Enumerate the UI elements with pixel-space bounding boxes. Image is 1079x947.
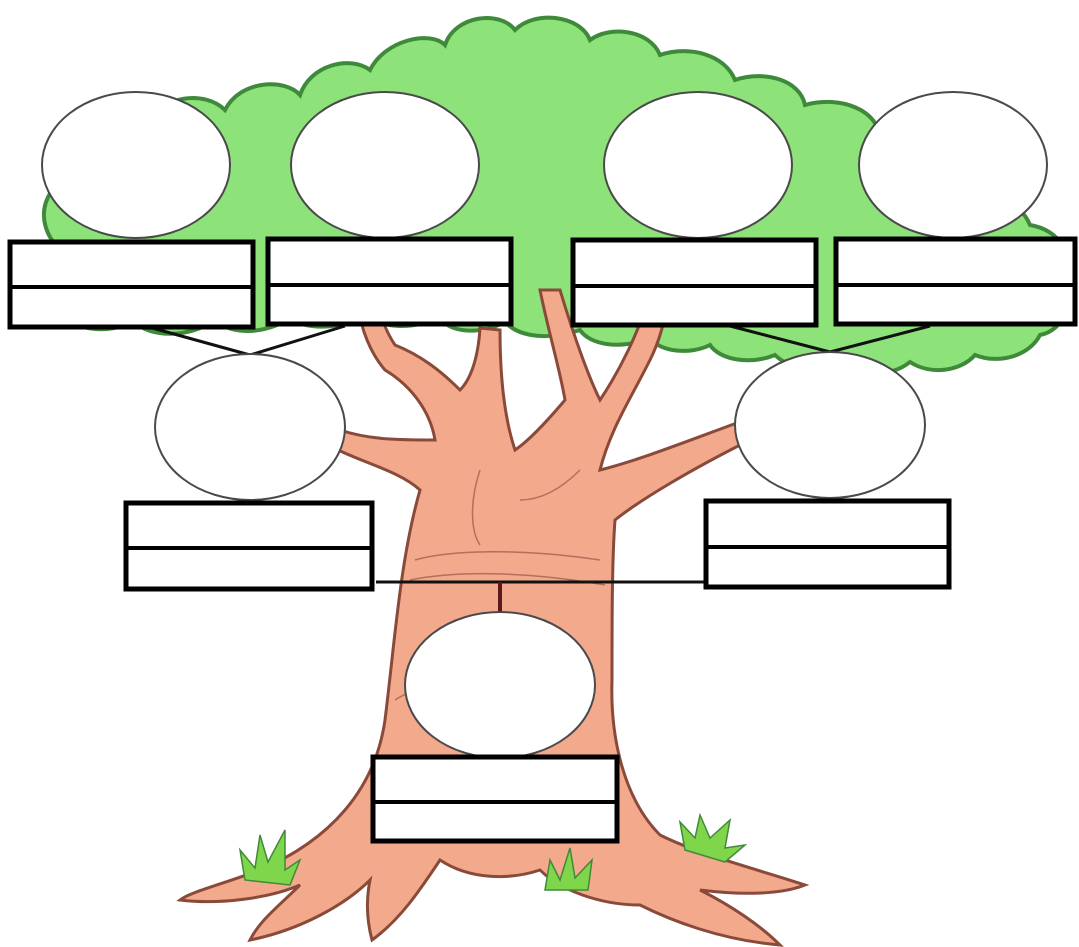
trunk-texture-4 (519, 469, 581, 501)
trunk-texture-1 (414, 551, 601, 561)
photo-slot-grandparent-1[interactable] (41, 91, 231, 239)
grass-tuft-left (238, 829, 302, 886)
trunk-texture-5 (471, 469, 481, 546)
connector-gp1-p1 (144, 324, 251, 357)
name-box-grandparent-2[interactable] (265, 236, 514, 327)
photo-slot-parent-2[interactable] (734, 351, 926, 499)
photo-slot-grandparent-3[interactable] (603, 91, 793, 239)
photo-slot-grandparent-2[interactable] (290, 91, 480, 239)
photo-slot-grandparent-4[interactable] (858, 91, 1048, 239)
generation-child (370, 611, 620, 844)
name-box-grandparent-4[interactable] (833, 236, 1078, 327)
generation-grandparents (7, 91, 1078, 330)
connectors (144, 324, 931, 612)
connector-gp4-p2 (829, 324, 931, 354)
name-box-grandparent-3[interactable] (570, 237, 819, 328)
grass-tuft-right (678, 812, 748, 863)
grass-tufts (238, 812, 748, 891)
photo-slot-parent-1[interactable] (154, 353, 346, 501)
name-box-grandparent-1[interactable] (7, 239, 256, 330)
generation-parents (123, 351, 952, 592)
connector-gp3-p2 (729, 324, 831, 354)
photo-slot-child[interactable] (404, 611, 596, 759)
name-box-parent-1[interactable] (123, 500, 375, 592)
connector-gp2-p1 (249, 324, 346, 357)
grass-tuft-center (544, 847, 594, 891)
name-box-parent-2[interactable] (703, 498, 952, 590)
name-box-child[interactable] (370, 754, 620, 844)
